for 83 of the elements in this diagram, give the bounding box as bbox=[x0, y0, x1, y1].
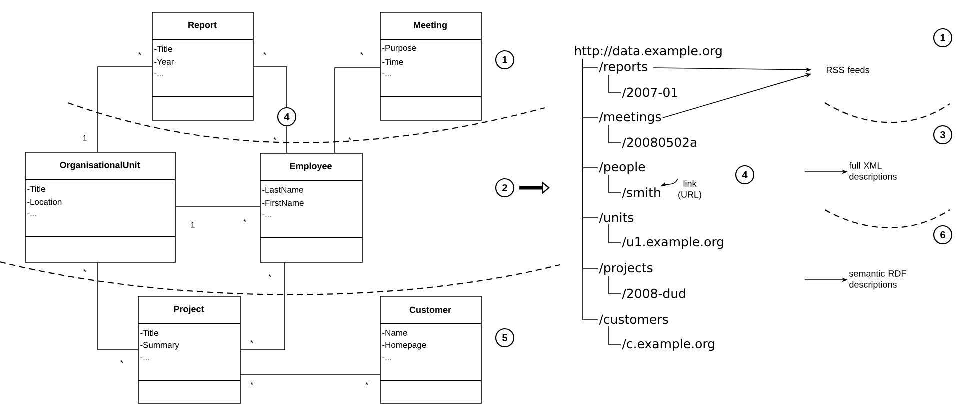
class-box bbox=[152, 12, 254, 121]
path-text: /c.example.org bbox=[622, 338, 714, 352]
circled-number: 4 bbox=[735, 165, 755, 185]
path-text: /20080502a bbox=[622, 138, 697, 148]
connector-line bbox=[98, 262, 138, 350]
circled-number: 1 bbox=[933, 28, 953, 48]
attribute-text: -LastName bbox=[262, 187, 304, 193]
circled-number: 5 bbox=[495, 328, 515, 348]
path-text: /reports bbox=[599, 62, 648, 74]
attribute-text: -FirstName bbox=[262, 200, 304, 206]
attribute-text: -... bbox=[154, 74, 164, 76]
connector-line bbox=[240, 262, 286, 350]
class-name: Employee bbox=[290, 162, 332, 172]
connector-line bbox=[608, 124, 622, 144]
class-box bbox=[138, 296, 241, 404]
class-name: Customer bbox=[410, 306, 452, 314]
connector-line bbox=[608, 174, 622, 194]
circled-number: 2 bbox=[495, 178, 515, 198]
connector-line bbox=[608, 74, 622, 94]
attribute-text: -Year bbox=[154, 59, 174, 65]
class-box bbox=[24, 152, 176, 263]
path-text: /customers bbox=[599, 314, 668, 326]
multiplicity-label: 1 bbox=[83, 135, 87, 141]
multiplicity-label: 1 bbox=[191, 222, 195, 228]
path-text: /2007-01 bbox=[622, 88, 678, 98]
attribute-text: -Name bbox=[382, 330, 408, 336]
multiplicity-label: * bbox=[250, 340, 254, 344]
attribute-text: -Time bbox=[382, 58, 404, 66]
path-text: /projects bbox=[599, 262, 653, 276]
attribute-text: -... bbox=[382, 74, 392, 76]
note-text: RSS feeds bbox=[826, 66, 870, 74]
attribute-text: -Purpose bbox=[382, 45, 416, 53]
connector-line bbox=[98, 66, 152, 152]
multiplicity-label: * bbox=[244, 219, 246, 222]
attribute-text: -Title bbox=[140, 330, 158, 336]
note-text: full XML descriptions bbox=[849, 162, 897, 182]
circled-number: 6 bbox=[933, 225, 953, 245]
class-box bbox=[380, 12, 482, 121]
path-text: /units bbox=[599, 212, 634, 224]
attribute-text: -Title bbox=[28, 186, 46, 192]
note-text: link (URL) bbox=[678, 180, 702, 200]
path-text: /2008-dud bbox=[622, 288, 686, 300]
multiplicity-label: * bbox=[274, 137, 276, 140]
attribute-text: -... bbox=[28, 214, 36, 216]
multiplicity-label: * bbox=[264, 52, 266, 56]
attribute-text: -Title bbox=[154, 46, 172, 52]
attribute-text: -... bbox=[382, 358, 392, 360]
class-name: Meeting bbox=[414, 22, 447, 30]
circled-number: 3 bbox=[933, 125, 953, 145]
class-name: Project bbox=[174, 306, 204, 314]
multiplicity-label: * bbox=[138, 52, 142, 56]
multiplicity-label: * bbox=[348, 137, 352, 140]
circled-number: 1 bbox=[495, 50, 515, 70]
attribute-text: -... bbox=[262, 214, 272, 218]
connector-line bbox=[334, 68, 380, 154]
multiplicity-label: * bbox=[366, 382, 368, 386]
connector-line bbox=[608, 276, 622, 294]
connector-line bbox=[176, 206, 260, 208]
attribute-text: -Homepage bbox=[382, 342, 426, 350]
multiplicity-label: * bbox=[120, 360, 124, 364]
attribute-text: -Location bbox=[28, 198, 62, 206]
attribute-text: -... bbox=[140, 358, 150, 360]
multiplicity-label: * bbox=[250, 382, 254, 386]
path-text: /u1.example.org bbox=[622, 236, 724, 250]
multiplicity-label: * bbox=[268, 274, 272, 278]
class-name: Report bbox=[188, 22, 217, 30]
connector-line bbox=[608, 224, 622, 244]
note-text: semantic RDF descriptions bbox=[849, 270, 906, 290]
path-text: http://data.example.org bbox=[575, 46, 722, 58]
class-box bbox=[260, 153, 363, 263]
connector-line bbox=[240, 374, 380, 376]
connector-line bbox=[286, 126, 288, 154]
connector-line bbox=[608, 326, 622, 346]
circled-number: 4 bbox=[277, 107, 297, 127]
class-name: OrganisationalUnit bbox=[60, 162, 140, 170]
connector-line bbox=[254, 66, 288, 108]
attribute-text: -Summary bbox=[140, 342, 180, 350]
path-text: /smith bbox=[622, 188, 660, 198]
path-text: /people bbox=[599, 162, 646, 174]
class-box bbox=[380, 296, 482, 404]
multiplicity-label: * bbox=[360, 52, 364, 56]
path-text: /meetings bbox=[599, 112, 662, 124]
connector-line bbox=[582, 58, 598, 320]
